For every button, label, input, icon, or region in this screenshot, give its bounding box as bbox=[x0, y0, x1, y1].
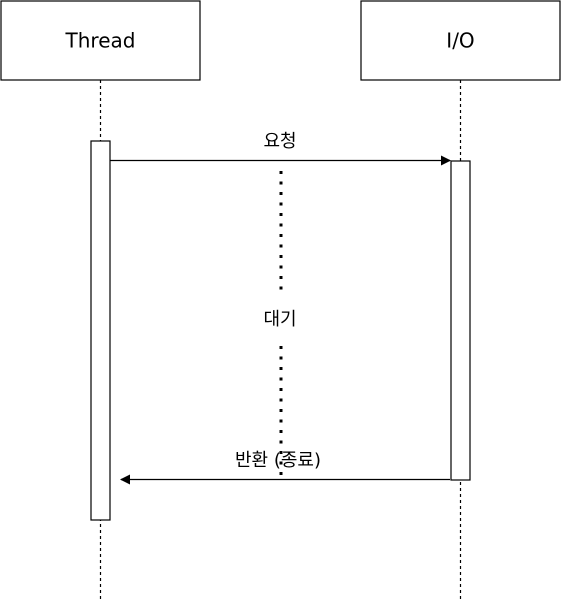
thread-participant: Thread bbox=[0, 0, 201, 81]
wait-label: 대기 bbox=[263, 309, 296, 330]
io-participant-label: I/O bbox=[446, 29, 474, 53]
thread-activation-bar bbox=[90, 140, 111, 521]
request-label: 요청 bbox=[263, 131, 296, 152]
return-label: 반환 (종료) bbox=[235, 450, 321, 471]
io-participant: I/O bbox=[360, 0, 561, 81]
io-activation-bar bbox=[450, 160, 471, 481]
thread-participant-label: Thread bbox=[65, 29, 136, 53]
